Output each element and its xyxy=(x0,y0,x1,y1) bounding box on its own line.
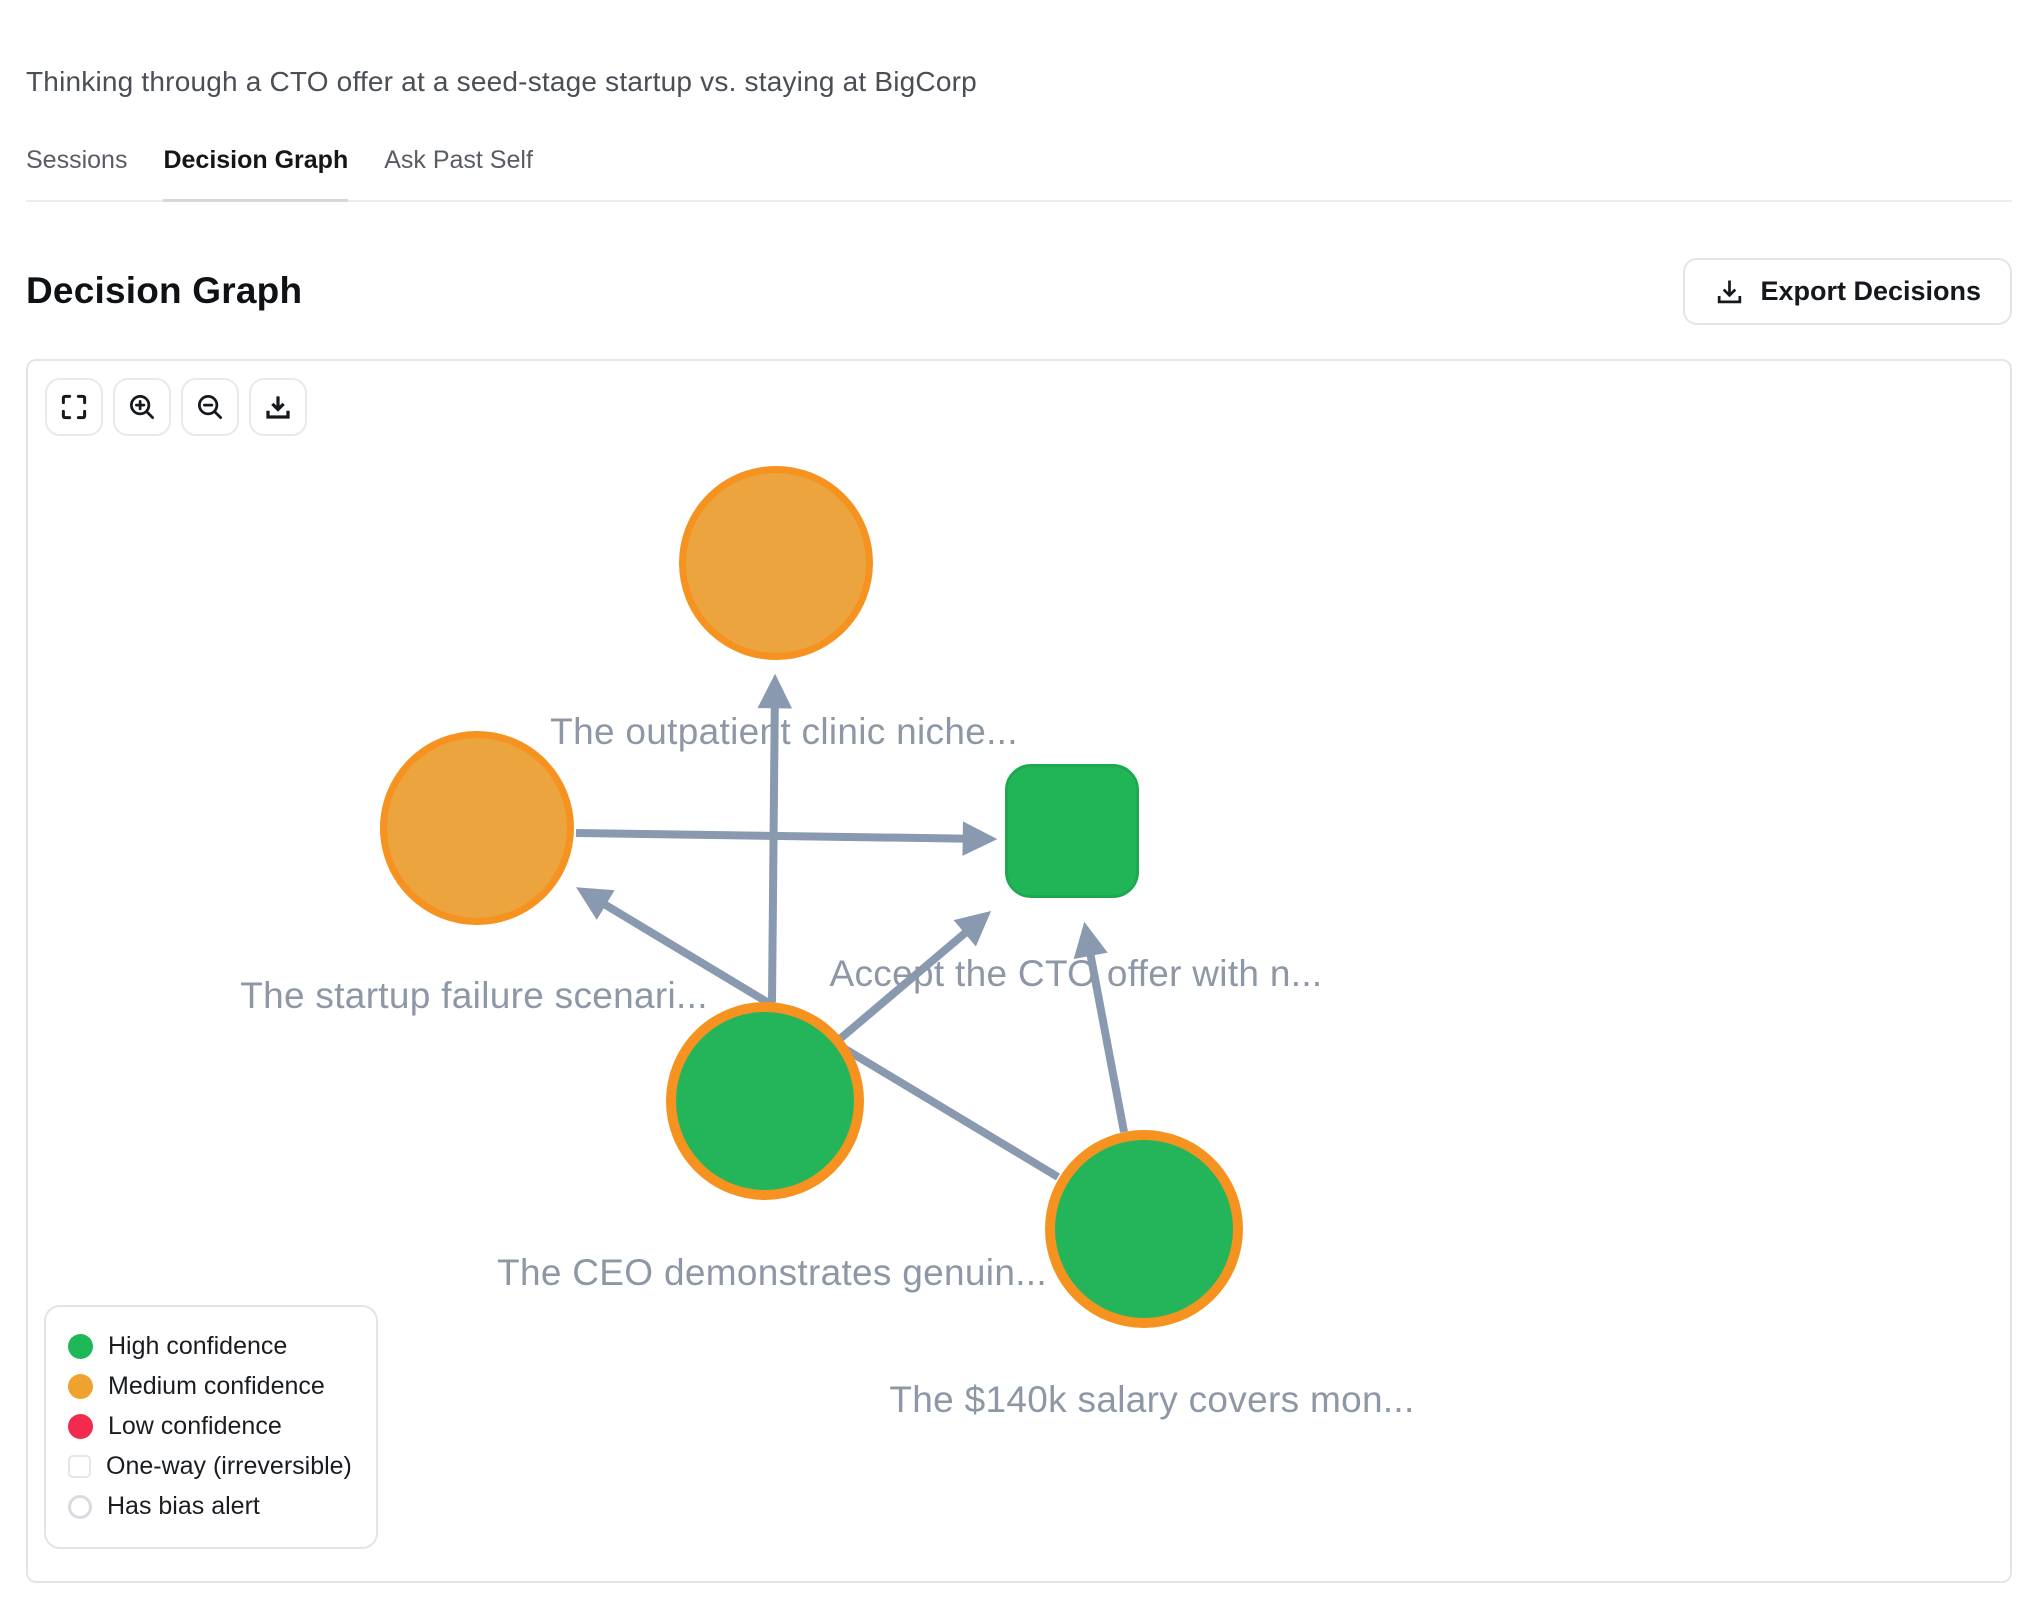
one-way-square-icon xyxy=(68,1455,91,1478)
edge-startup-to-accept xyxy=(575,820,998,856)
export-decisions-button[interactable]: Export Decisions xyxy=(1683,257,2012,325)
node-label-140k-salary: The $140k salary covers mon... xyxy=(889,1378,1415,1420)
edge-ceo-to-outpatient xyxy=(757,673,793,1002)
tab-bar: Sessions Decision Graph Ask Past Self xyxy=(26,146,2012,202)
node-label-accept-cto-offer: Accept the CTO offer with n... xyxy=(829,952,1323,994)
zoom-in-icon xyxy=(127,392,157,422)
legend-label: One-way (irreversible) xyxy=(106,1452,352,1480)
medium-confidence-dot-icon xyxy=(68,1374,93,1399)
legend-item-medium-confidence: Medium confidence xyxy=(68,1367,354,1407)
legend-item-bias-alert: Has bias alert xyxy=(68,1487,354,1527)
section-heading: Decision Graph xyxy=(26,270,303,311)
legend-item-one-way: One-way (irreversible) xyxy=(68,1447,354,1487)
zoom-in-button[interactable] xyxy=(113,377,171,436)
section-header: Decision Graph Export Decisions xyxy=(26,257,2012,325)
edge-salary-to-accept xyxy=(1073,921,1128,1133)
zoom-out-button[interactable] xyxy=(181,377,239,436)
tab-decision-graph[interactable]: Decision Graph xyxy=(163,146,349,202)
zoom-out-icon xyxy=(195,392,225,422)
download-icon xyxy=(263,392,293,422)
node-ceo-genuine[interactable] xyxy=(666,1001,864,1200)
bias-alert-ring-icon xyxy=(68,1494,92,1519)
legend-label: Has bias alert xyxy=(107,1492,260,1520)
node-140k-salary[interactable] xyxy=(1045,1129,1243,1328)
legend-item-high-confidence: High confidence xyxy=(68,1327,354,1367)
node-accept-cto-offer[interactable] xyxy=(1005,763,1139,898)
page-title: Thinking through a CTO offer at a seed-s… xyxy=(26,66,977,97)
low-confidence-dot-icon xyxy=(68,1414,93,1439)
legend-label: High confidence xyxy=(108,1332,288,1360)
fullscreen-button[interactable] xyxy=(45,377,103,436)
node-label-ceo-genuine: The CEO demonstrates genuin... xyxy=(497,1251,1047,1293)
graph-legend: High confidence Medium confidence Low co… xyxy=(44,1304,378,1549)
fullscreen-icon xyxy=(59,392,89,422)
legend-label: Low confidence xyxy=(108,1412,282,1440)
export-decisions-label: Export Decisions xyxy=(1760,275,1981,306)
download-button[interactable] xyxy=(249,377,307,436)
graph-canvas[interactable]: The outpatient clinic niche... The start… xyxy=(26,358,2012,1583)
node-label-startup-failure: The startup failure scenari... xyxy=(240,974,708,1016)
legend-label: Medium confidence xyxy=(108,1372,325,1400)
graph-toolbar xyxy=(45,377,307,436)
node-outpatient-clinic[interactable] xyxy=(679,465,873,660)
edge-ceo-to-accept xyxy=(838,910,992,1041)
high-confidence-dot-icon xyxy=(68,1334,93,1359)
node-startup-failure[interactable] xyxy=(380,730,574,925)
tab-sessions[interactable]: Sessions xyxy=(26,146,128,174)
tab-ask-past-self[interactable]: Ask Past Self xyxy=(384,146,533,174)
download-icon xyxy=(1714,276,1745,307)
legend-item-low-confidence: Low confidence xyxy=(68,1407,354,1447)
node-label-outpatient-clinic: The outpatient clinic niche... xyxy=(550,710,1018,752)
